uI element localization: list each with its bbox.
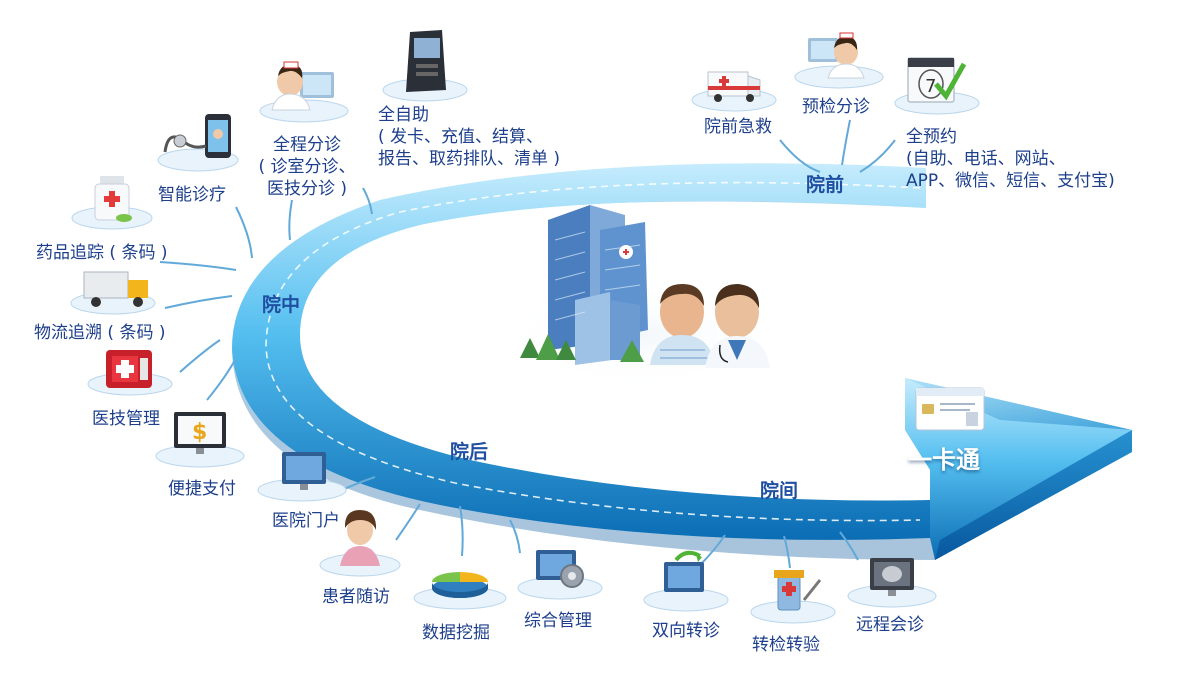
lab-tube-icon (774, 570, 822, 611)
node-drug-trace: 药品追踪 ( 条码 ) (36, 243, 168, 263)
nurse-icon (808, 32, 865, 79)
node-self-service-detail-2: 报告、取药排队、清单 ) (378, 149, 561, 169)
node-data-mining: 数据挖掘 (422, 623, 490, 643)
nurse-monitor-icon (271, 61, 334, 111)
patient-doctor-illustration (650, 284, 770, 368)
node-full-triage-detail-2: 医技分诊 ) (266, 179, 348, 199)
node-self-service-detail-1: ( 发卡、充值、结算、 (378, 127, 544, 147)
stage-in-hospital: 院中 (262, 294, 301, 316)
node-full-appointment-detail-2: APP、微信、短信、支付宝) (906, 171, 1115, 191)
patient-icon (340, 510, 380, 566)
node-payment: 便捷支付 (168, 479, 236, 499)
hospital-building (520, 205, 648, 365)
first-aid-kit-icon (106, 350, 152, 388)
node-medtech-mgmt: 医技管理 (92, 409, 160, 429)
node-full-triage-detail-1: ( 诊室分诊、 (258, 157, 356, 177)
monitor-gear-icon (536, 550, 584, 588)
node-self-service: 全自助 ( 发卡、充值、结算、 报告、取药排队、清单 ) (378, 104, 560, 170)
node-self-service-label: 全自助 (378, 105, 429, 125)
stage-pre-hospital: 院前 (806, 174, 845, 196)
node-followup: 患者随访 (322, 587, 390, 607)
node-smart-care: 智能诊疗 (158, 185, 226, 205)
pie-chart-icon (432, 572, 488, 598)
node-full-appointment-detail-1: (自助、电话、网站、 (906, 149, 1066, 169)
monitor-icon (282, 452, 326, 490)
truck-icon (83, 271, 148, 307)
node-referral: 双向转诊 (652, 621, 720, 641)
node-full-triage-label: 全程分诊 (273, 135, 341, 155)
node-test-transfer: 转检转验 (752, 635, 820, 655)
monitor-exchange-icon (664, 550, 704, 592)
node-full-appointment-label: 全预约 (906, 127, 957, 147)
svg-text:$: $ (192, 420, 207, 445)
stage-one-card: 一卡通 (908, 446, 980, 474)
payment-monitor-icon: $ (174, 412, 226, 454)
svg-text:7: 7 (925, 76, 936, 97)
stage-post-hospital: 院后 (450, 441, 489, 463)
connectors (159, 119, 896, 569)
xray-monitor-icon (870, 558, 914, 596)
stage-inter-hospital: 院间 (760, 480, 799, 502)
node-pre-triage: 预检分诊 (802, 97, 870, 117)
node-prehospital-emergency: 院前急救 (704, 117, 772, 137)
calendar-check-icon: 7 (907, 57, 967, 103)
node-portal: 医院门户 (272, 511, 340, 531)
smartphone-stethoscope-icon (163, 114, 231, 158)
node-full-triage: 全程分诊 ( 诊室分诊、 医技分诊 ) (252, 134, 362, 200)
node-logistics-trace: 物流追溯 ( 条码 ) (34, 323, 166, 343)
kiosk-icon (406, 30, 446, 92)
node-full-appointment: 全预约 (自助、电话、网站、 APP、微信、短信、支付宝) (906, 126, 1115, 192)
one-card-icon (915, 387, 985, 431)
ambulance-icon (707, 71, 761, 102)
node-integrated-mgmt: 综合管理 (524, 611, 592, 631)
arrow-ribbon (232, 163, 930, 540)
node-remote-consult: 远程会诊 (856, 615, 924, 635)
medicine-bottle-icon (94, 176, 132, 222)
